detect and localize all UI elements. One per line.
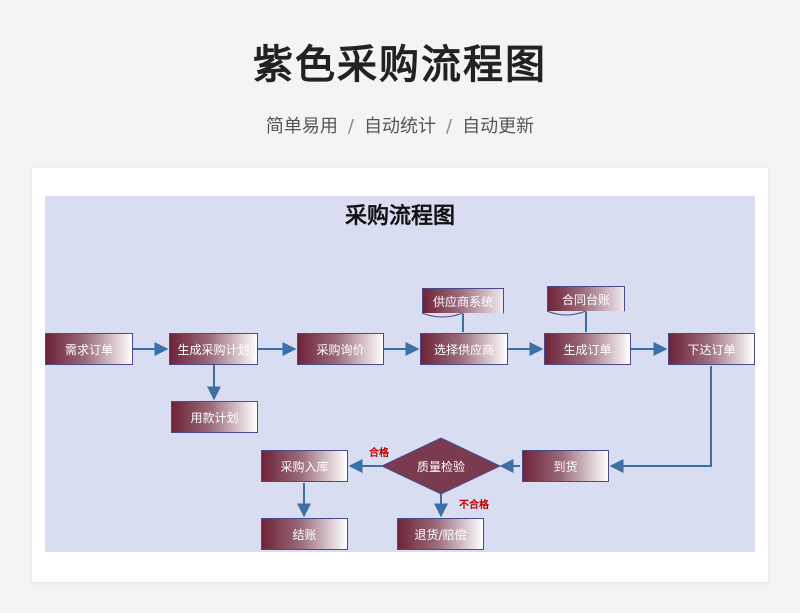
doc-supplier-system: 供应商系统 (422, 288, 504, 313)
page-title: 紫色采购流程图 (253, 42, 547, 88)
node-issue-order: 下达订单 (668, 333, 755, 365)
flow-arrows (133, 306, 712, 518)
quality-check-diamond (380, 437, 502, 495)
node-purchase-plan: 生成采购计划 (169, 333, 258, 365)
node-return: 退货/赔偿 (397, 518, 484, 550)
node-demand-order: 需求订单 (45, 333, 133, 365)
node-create-order: 生成订单 (544, 333, 631, 365)
arrow-issue-to-arrival (609, 366, 712, 473)
node-quality-check: 质量检验 (416, 460, 465, 474)
diagram-title: 采购流程图 (344, 204, 455, 229)
edge-label-fail: 不合格 (459, 500, 489, 511)
subtitle-item-update: 自动更新 (462, 116, 535, 137)
subtitle-item-stats: 自动统计 (364, 116, 436, 137)
doc-contract-ledger: 合同台账 (547, 286, 625, 311)
subtitle-item-easy: 简单易用 (265, 116, 338, 137)
node-inquiry: 采购询价 (297, 333, 384, 365)
flowchart-canvas: 采购流程图 需求订单 生成采购计划 用款 (45, 196, 755, 552)
node-settlement: 结账 (261, 518, 348, 550)
node-payment-plan: 用款计划 (171, 401, 258, 433)
node-warehousing: 采购入库 (261, 450, 348, 482)
node-select-supplier: 选择供应商 (420, 333, 508, 365)
node-arrival: 到货 (522, 450, 609, 482)
subtitle-separator: / (347, 116, 354, 137)
subtitle: 简单易用 / 自动统计 / 自动更新 (0, 112, 800, 138)
edge-label-pass: 合格 (369, 448, 389, 459)
subtitle-separator: / (446, 116, 453, 137)
